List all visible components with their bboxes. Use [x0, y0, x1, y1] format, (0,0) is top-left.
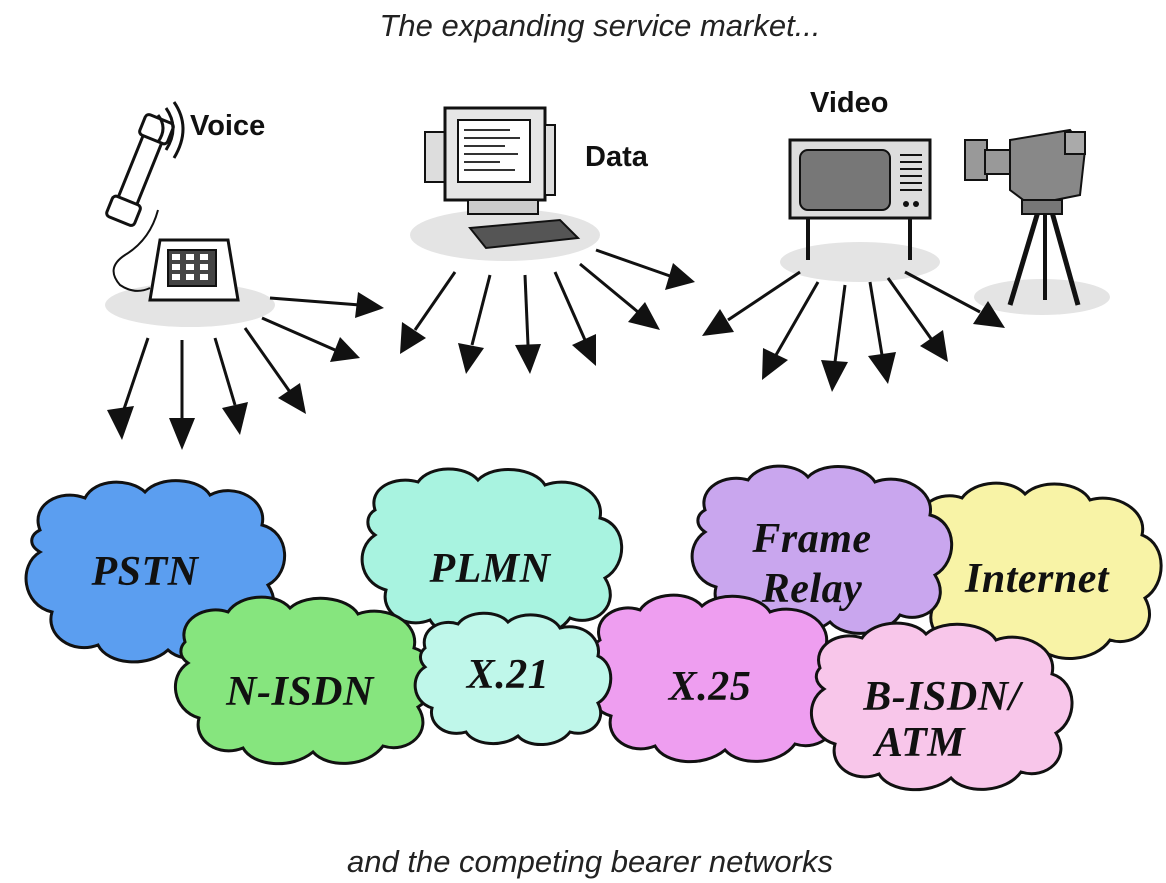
internet-label: Internet [964, 556, 1110, 602]
cloud-x21: X.21 [413, 611, 613, 747]
cloud-n-isdn: N-ISDN [173, 595, 436, 766]
plmn-label: PLMN [429, 546, 552, 592]
data-label: Data [585, 141, 649, 173]
b-isdn-label-line2: ATM [872, 720, 966, 766]
computer-icon [424, 106, 581, 250]
video-label: Video [810, 87, 888, 119]
video-platform [780, 242, 940, 282]
frame-relay-label-line1: Frame [751, 516, 871, 562]
cloud-frame-relay: Frame Relay [690, 464, 954, 635]
cloud-internet: Internet [907, 481, 1163, 660]
cloud-b-isdn: B-ISDN/ ATM [809, 621, 1074, 792]
n-isdn-label: N-ISDN [225, 669, 375, 715]
cloud-x25: X.25 [585, 593, 848, 764]
arrows [107, 248, 1005, 450]
telephone-icon [105, 101, 240, 302]
b-isdn-label-line1: B-ISDN/ [862, 674, 1023, 720]
x21-label: X.21 [465, 652, 550, 698]
cloud-plmn: PLMN [360, 467, 624, 638]
pstn-label: PSTN [91, 549, 200, 595]
bottom-caption: and the competing bearer networks [347, 844, 833, 879]
voice-label: Voice [190, 110, 265, 142]
x25-label: X.25 [667, 664, 752, 710]
television-icon [788, 138, 932, 260]
frame-relay-label-line2: Relay [761, 566, 862, 612]
top-caption: The expanding service market... [379, 8, 820, 43]
camera-platform [974, 279, 1110, 315]
video-camera-icon [964, 128, 1087, 306]
